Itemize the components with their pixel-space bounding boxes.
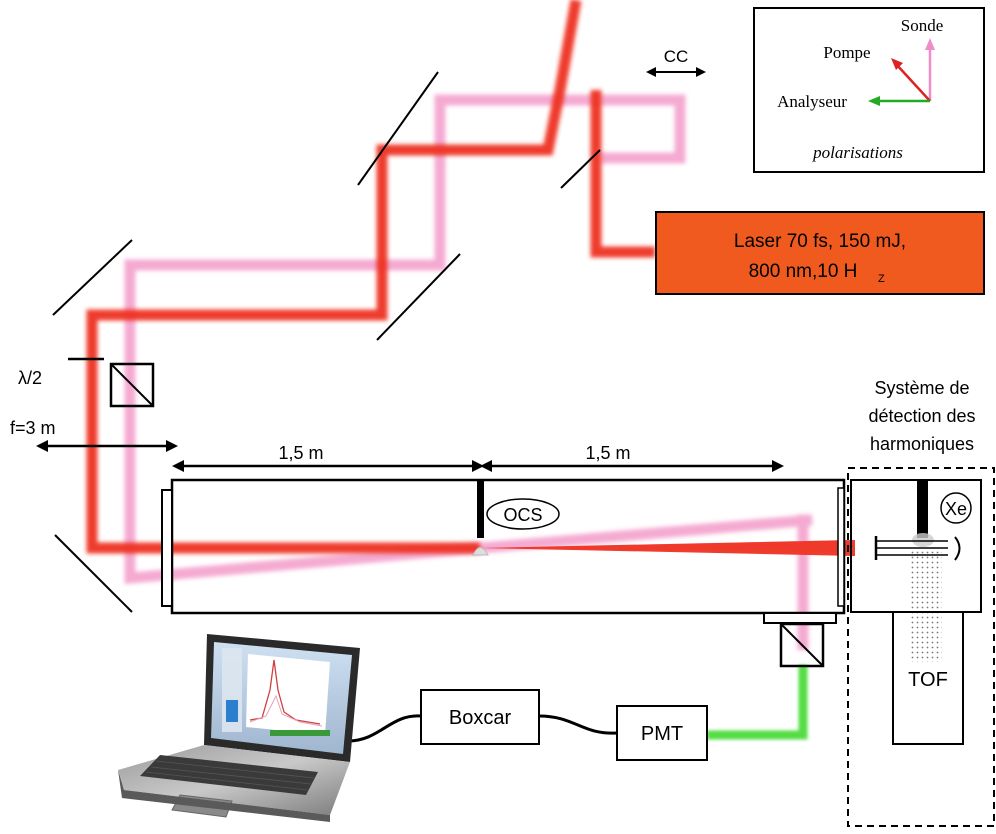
mirror-4 (52, 239, 133, 316)
laptop (118, 634, 360, 822)
mirror-2 (376, 253, 461, 341)
legend-probe: Sonde (901, 16, 944, 35)
pump-beam-cone (480, 540, 855, 556)
detection-label-3: harmoniques (870, 434, 974, 454)
legend-pump: Pompe (823, 43, 870, 62)
distance-label-1: 1,5 m (278, 443, 323, 463)
mirror-3 (560, 149, 601, 189)
corner-cube-delay: CC (646, 47, 706, 77)
analyzer-cube (779, 622, 825, 668)
ocs-wall (477, 480, 484, 538)
mirror-5 (54, 534, 133, 613)
ion-cloud (910, 550, 942, 662)
vacuum-chamber (161, 478, 846, 624)
focus-point (472, 547, 489, 556)
distance-arrow-1: 1,5 m (172, 443, 484, 472)
ocs-label: OCS (503, 505, 542, 525)
laser-line-1: Laser 70 fs, 150 mJ, (734, 231, 906, 252)
pump-pol-arrow (895, 63, 931, 102)
focal-length-arrow: f=3 m (10, 418, 178, 452)
laser-line-2: 800 nm,10 H (749, 261, 858, 282)
polarizer-cube (109, 362, 155, 408)
pmt-label: PMT (641, 723, 683, 745)
polarisation-legend: Sonde Pompe Analyseur polarisations (753, 7, 985, 173)
xe-label: Xe (945, 499, 967, 519)
harmonic-detection-system: Système de détection des harmoniques Xe … (847, 378, 995, 827)
distance-arrow-2: 1,5 m (480, 443, 784, 472)
legend-analyzer: Analyseur (777, 92, 847, 111)
ocs-target: OCS (486, 498, 560, 530)
detection-label-1: Système de (874, 378, 969, 398)
half-wave-label: λ/2 (18, 368, 42, 388)
boxcar-label: Boxcar (449, 707, 512, 729)
legend-caption: polarisations (812, 143, 903, 162)
distance-label-2: 1,5 m (585, 443, 630, 463)
probe-beam (124, 94, 848, 650)
tof-tube (892, 611, 964, 745)
laser-unit-subscript: Z (878, 273, 885, 285)
detection-dashed-box (847, 467, 995, 827)
signal-beam (707, 665, 808, 740)
laptop-boxcar-cable (347, 714, 422, 743)
detection-label-2: détection des (868, 406, 975, 426)
mirrors (52, 71, 601, 613)
boxcar-pmt-cable (538, 714, 618, 735)
boxcar: Boxcar (420, 689, 540, 745)
cc-label: CC (664, 47, 689, 66)
half-wave-plate: λ/2 (18, 357, 104, 388)
chamber-window (763, 612, 837, 624)
tof-label: TOF (908, 669, 948, 691)
pump-beam (86, 0, 878, 556)
laser-source: Laser 70 fs, 150 mJ, 800 nm,10 H Z (655, 211, 985, 295)
xe-source: Xe (940, 492, 972, 524)
pmt: PMT (616, 705, 708, 761)
xe-nozzle (917, 480, 928, 538)
mirror-1 (357, 71, 439, 186)
focal-label: f=3 m (10, 418, 56, 438)
